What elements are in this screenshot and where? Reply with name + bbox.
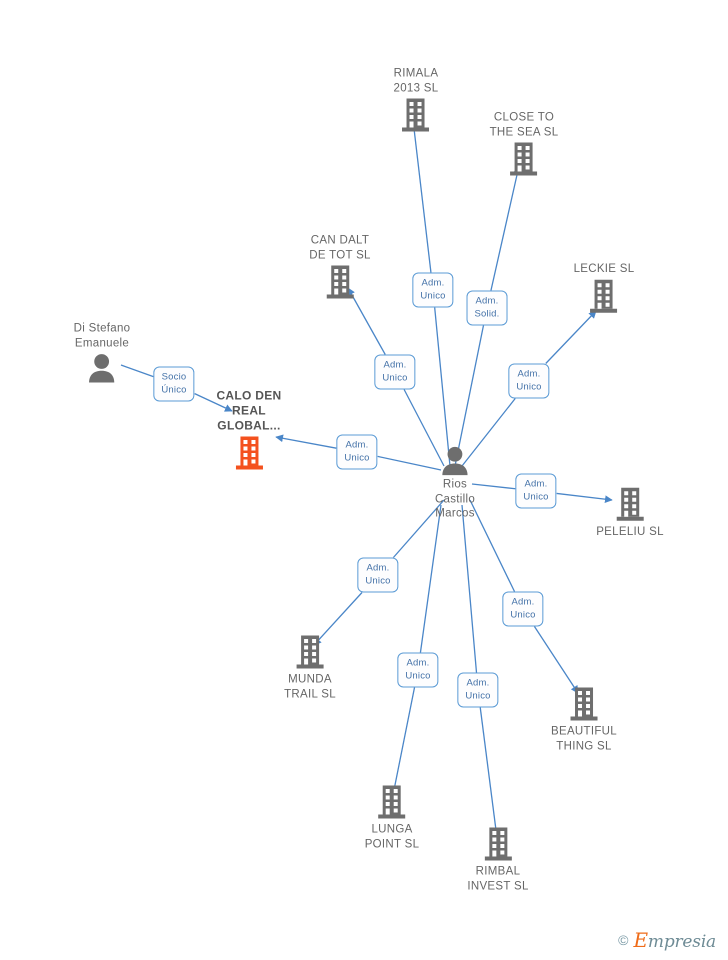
edge-label-adm-unico-calo-den[interactable]: Adm. Unico [336, 434, 378, 470]
edge-label-adm-unico-can-dalt[interactable]: Adm. Unico [374, 354, 416, 390]
edge-segment-source [419, 504, 442, 653]
node-company-munda-trail[interactable]: MUNDA TRAIL SL [284, 635, 336, 702]
edge-segment-source [461, 504, 478, 673]
building-icon [569, 687, 599, 723]
edge-segment-target [533, 626, 579, 694]
node-person-di-stefano[interactable]: Di Stefano Emanuele [74, 322, 131, 383]
node-company-leckie[interactable]: LECKIE SL [574, 262, 635, 315]
building-icon [377, 785, 407, 821]
edge-segment-source [434, 307, 451, 467]
copyright-icon: © [618, 932, 629, 948]
edge-label-socio-unico[interactable]: Socio Único [153, 366, 195, 402]
node-company-rimala-2013[interactable]: RIMALA 2013 SL [394, 67, 439, 134]
node-company-beautiful-thing[interactable]: BEAUTIFUL THING SL [551, 687, 617, 754]
node-label: CALO DEN REAL GLOBAL... [216, 388, 282, 433]
node-company-close-to-the-sea[interactable]: CLOSE TO THE SEA SL [490, 111, 559, 178]
edge-segment-source [471, 483, 516, 490]
node-company-can-dalt-de-tot[interactable]: CAN DALT DE TOT SL [309, 234, 371, 301]
edge-segment-target [545, 310, 597, 364]
node-company-calo-den-real-global[interactable]: CALO DEN REAL GLOBAL... [216, 389, 281, 472]
node-label: RIMALA 2013 SL [393, 67, 439, 95]
node-label: Di Stefano Emanuele [73, 322, 131, 350]
edge-label-adm-unico-leckie[interactable]: Adm. Unico [508, 363, 550, 399]
node-label: CAN DALT DE TOT SL [309, 234, 371, 262]
edge-label-adm-unico-lunga-point[interactable]: Adm. Unico [397, 652, 439, 688]
edge-segment-target [479, 707, 500, 839]
person-icon [439, 445, 471, 476]
node-label: MUNDA TRAIL SL [284, 673, 336, 701]
edge-label-adm-unico-rimbal-invest[interactable]: Adm. Unico [457, 672, 499, 708]
building-icon [589, 278, 619, 314]
node-label: Rios Castillo Marcos [434, 478, 476, 520]
building-icon [615, 487, 645, 523]
node-person-rios-castillo-marcos[interactable]: Rios Castillo Marcos [435, 445, 475, 521]
building-icon [401, 98, 431, 134]
edge-segment-source [469, 499, 516, 592]
person-icon [86, 353, 118, 383]
node-label: CLOSE TO THE SEA SL [489, 111, 559, 139]
edge-segment-source [377, 455, 442, 471]
building-icon [509, 142, 539, 178]
edge-segment-target [409, 119, 432, 273]
node-label: PELELIU SL [596, 525, 664, 538]
edge-label-adm-unico-beautiful-thing[interactable]: Adm. Unico [502, 591, 544, 627]
node-label: BEAUTIFUL THING SL [551, 725, 617, 753]
building-icon [483, 827, 513, 863]
node-company-lunga-point[interactable]: LUNGA POINT SL [365, 785, 420, 852]
brand-wordmark: Empresia [634, 928, 717, 952]
brand-rest: mpresia [647, 932, 716, 952]
edge-segment-target [275, 434, 337, 449]
node-company-peleliu[interactable]: PELELIU SL [596, 487, 664, 540]
building-icon-highlighted [234, 436, 264, 472]
edge-label-adm-unico-munda-trail[interactable]: Adm. Unico [357, 557, 399, 593]
node-label: LUNGA POINT SL [364, 823, 420, 851]
edge-label-adm-unico-rimala[interactable]: Adm. Unico [412, 272, 454, 308]
edge-segment-target [390, 687, 416, 796]
node-company-rimbal-invest[interactable]: RIMBAL INVEST SL [467, 827, 528, 894]
node-label: RIMBAL INVEST SL [467, 865, 529, 893]
empresia-watermark: © Empresia [618, 928, 716, 952]
building-icon [295, 635, 325, 671]
edge-segment-target [490, 165, 522, 291]
building-icon [325, 265, 355, 301]
brand-initial: E [633, 928, 649, 952]
edge-label-adm-unico-peleliu[interactable]: Adm. Unico [515, 473, 557, 509]
edge-label-adm-solid-close-to-the-sea[interactable]: Adm. Solid. [466, 290, 508, 326]
node-label: LECKIE SL [573, 262, 635, 275]
